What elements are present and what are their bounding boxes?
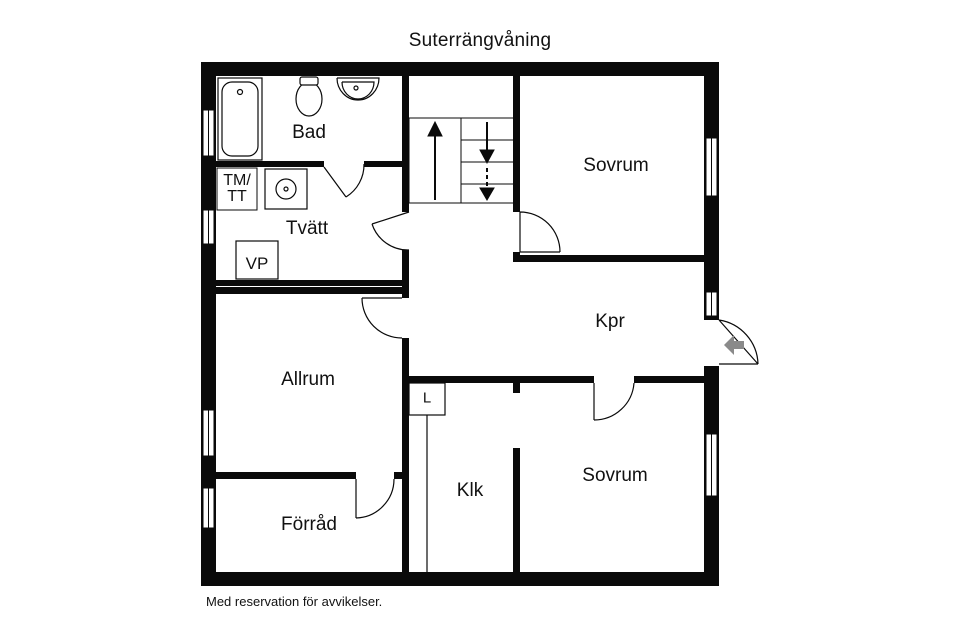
vp-box <box>235 240 279 280</box>
room-label-tvatt: Tvätt <box>285 218 329 239</box>
interior-walls <box>216 76 704 572</box>
door-sovrum-bottom <box>593 382 635 421</box>
room-label-sovrum-top: Sovrum <box>583 155 649 176</box>
door-forrad <box>355 478 395 519</box>
room-label-kpr: Kpr <box>595 311 625 332</box>
door-allrum <box>361 297 403 339</box>
l-label: L <box>422 389 432 407</box>
room-label-bad: Bad <box>292 122 326 143</box>
room-label-forrad: Förråd <box>281 514 337 535</box>
outer-walls <box>201 62 719 586</box>
door-bad <box>323 163 365 198</box>
stairs <box>408 117 513 204</box>
windows <box>202 109 718 529</box>
laundry-sink-icon <box>264 168 308 210</box>
stairs-arrow-icon <box>427 120 495 201</box>
room-label-allrum: Allrum <box>281 369 335 390</box>
entrance-arrow-icon <box>724 335 744 355</box>
floor-title: Suterrängvåning <box>408 30 552 51</box>
toilet-icon <box>295 76 323 117</box>
bathtub-icon <box>217 77 263 161</box>
vp-label: VP <box>245 254 269 273</box>
room-label-sovrum-bottom: Sovrum <box>582 465 648 486</box>
sink-icon <box>336 77 380 101</box>
disclaimer: Med reservation för avvikelser. <box>206 594 383 609</box>
tm-tt-label: TM/ TT <box>223 173 251 205</box>
tm-tt-line1: TM/ <box>223 172 251 189</box>
tm-tt-line2: TT <box>227 188 247 205</box>
doors <box>323 163 759 519</box>
room-label-klk: Klk <box>456 480 484 501</box>
door-tvatt <box>371 211 410 251</box>
tm-tt-box <box>216 167 258 211</box>
door-sovrum-top <box>519 211 561 253</box>
